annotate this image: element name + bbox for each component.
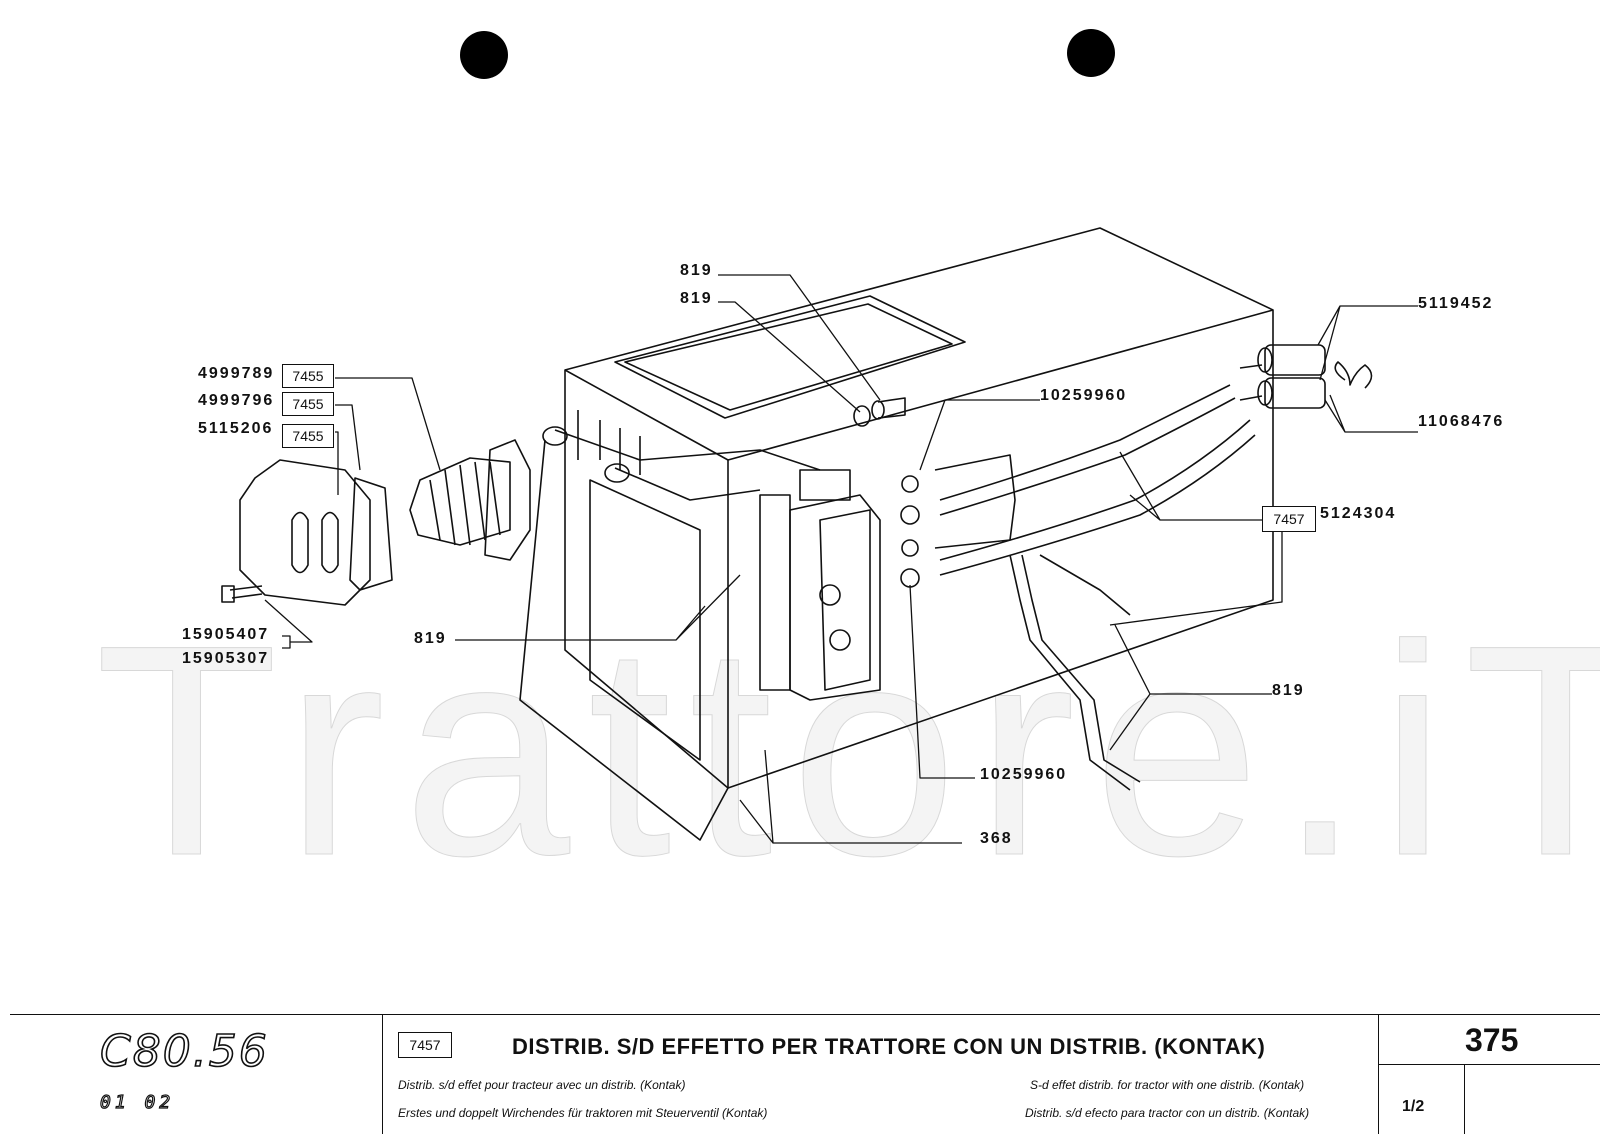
fittings-top bbox=[853, 397, 906, 427]
part-label-4999796: 4999796 bbox=[198, 392, 275, 409]
leader-lines bbox=[264, 274, 1418, 844]
part-label-819: 819 bbox=[680, 262, 713, 279]
watermark: Trattore.iT bbox=[94, 582, 1600, 918]
title-block bbox=[10, 1014, 1600, 1135]
part-label-819: 819 bbox=[414, 630, 447, 647]
console-housing bbox=[519, 227, 1274, 841]
ref-box-7457: 7457 bbox=[1262, 506, 1316, 532]
retaining-clips bbox=[1334, 361, 1373, 389]
part-label-819: 819 bbox=[680, 290, 713, 307]
cover-plate bbox=[239, 459, 393, 606]
page-title: DISTRIB. S/D EFFETTO PER TRATTORE CON UN… bbox=[512, 1034, 1266, 1059]
page-number: 375 bbox=[1465, 1022, 1519, 1058]
control-lever bbox=[542, 426, 821, 501]
bolt bbox=[221, 585, 263, 603]
exploded-diagram bbox=[221, 29, 1418, 844]
ref-box-7455: 7455 bbox=[282, 364, 334, 388]
part-label-11068476: 11068476 bbox=[1418, 413, 1505, 430]
ref-box-7455: 7455 bbox=[282, 392, 334, 416]
part-label-819: 819 bbox=[1272, 682, 1305, 699]
quick-couplers bbox=[1239, 344, 1326, 409]
description-es: Distrib. s/d efecto para tractor con un … bbox=[1025, 1106, 1310, 1120]
part-label-5119452: 5119452 bbox=[1418, 295, 1494, 312]
nuts-and-washers bbox=[900, 475, 920, 588]
punch-hole-left bbox=[460, 31, 508, 79]
rubber-boot-assembly bbox=[409, 439, 531, 561]
sheet-number: 1/2 bbox=[1402, 1098, 1425, 1115]
part-label-10259960: 10259960 bbox=[980, 766, 1068, 783]
part-label-368: 368 bbox=[980, 830, 1013, 847]
description-de: Erstes und doppelt Wirchendes für trakto… bbox=[398, 1106, 768, 1120]
description-fr: Distrib. s/d effet pour tracteur avec un… bbox=[398, 1078, 686, 1092]
ref-box-7455: 7455 bbox=[282, 424, 334, 448]
part-label-15905407: 15905407 bbox=[182, 626, 270, 643]
part-label-5115206: 5115206 bbox=[198, 420, 274, 437]
part-label-5124304: 5124304 bbox=[1320, 505, 1397, 522]
part-label-10259960: 10259960 bbox=[1040, 387, 1128, 404]
model-logo: C80.56 bbox=[99, 1025, 269, 1078]
punch-hole-right bbox=[1067, 29, 1115, 77]
description-en: S-d effet distrib. for tractor with one … bbox=[1030, 1078, 1305, 1092]
part-label-15905307: 15905307 bbox=[182, 650, 270, 667]
hydraulic-hoses bbox=[934, 384, 1256, 791]
title-ref-box: 7457 bbox=[398, 1032, 452, 1058]
valve-body bbox=[759, 469, 881, 701]
model-logo-sub: 01 02 bbox=[99, 1091, 175, 1113]
part-label-4999789: 4999789 bbox=[198, 365, 275, 382]
